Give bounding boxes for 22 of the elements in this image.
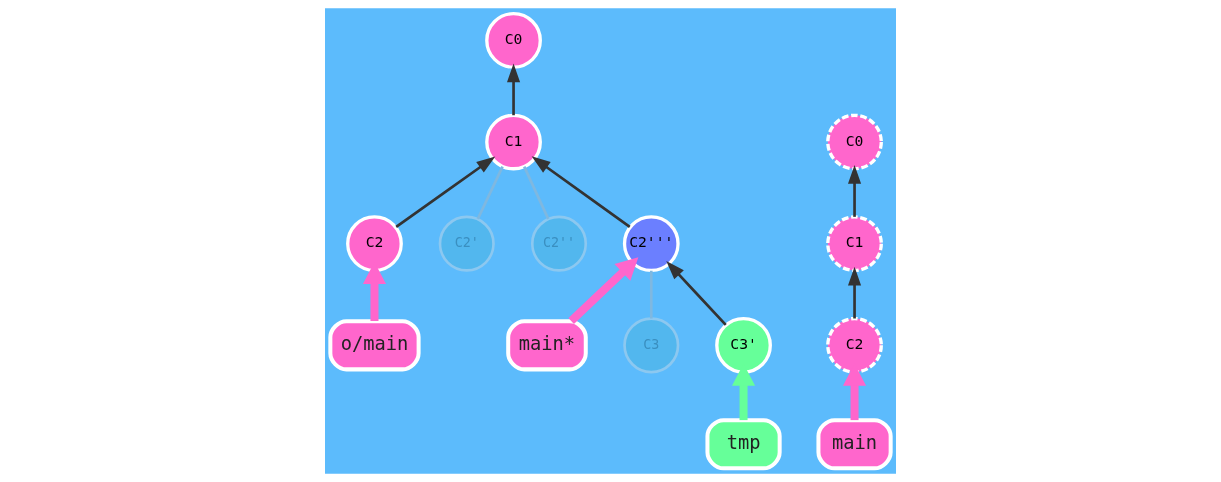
connector [649,270,653,319]
node-circle: C0 [826,113,883,171]
node-circle: C2 [346,215,403,273]
arrow [531,156,631,228]
connector [476,166,504,220]
arrow [848,165,862,217]
arrow [568,257,639,324]
arrow [666,261,727,326]
node-circle: C2''' [622,215,680,273]
node-box: tmp [705,418,782,471]
node-circle: C3' [715,316,772,374]
node-box: main* [506,319,588,372]
connector [523,166,550,220]
node-circle: C1 [485,113,542,171]
node-box: main [816,418,893,471]
node-circle: C1 [826,215,883,273]
arrow [395,156,496,228]
node-box: o/main [328,319,421,372]
node-circle: C2 [826,316,883,374]
arrow [507,63,521,116]
node-circle: C0 [485,12,542,69]
arrow [848,266,862,319]
